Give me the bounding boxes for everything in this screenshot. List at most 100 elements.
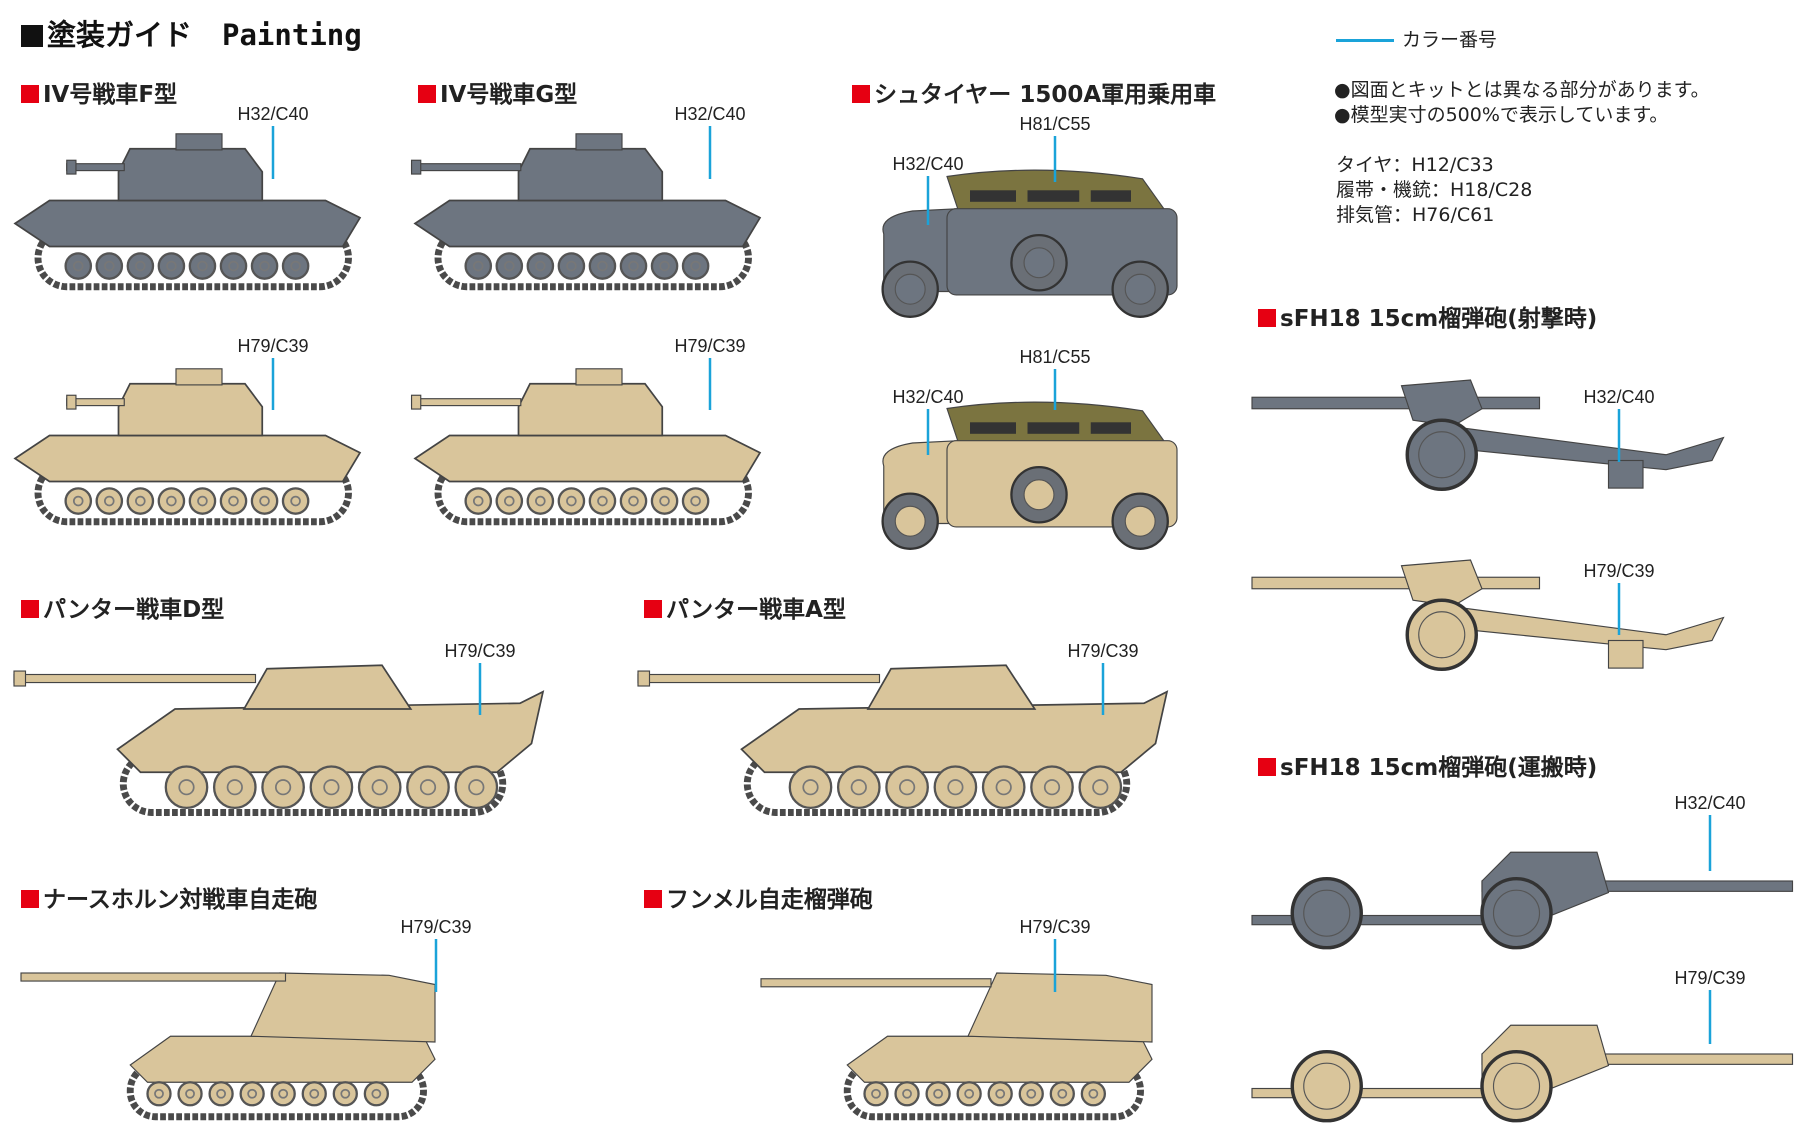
road-wheel: [1049, 1081, 1075, 1107]
wheel-hub: [472, 495, 484, 507]
section-pz4g: IV号戦車G型: [418, 75, 577, 109]
notes: ●図面とキットとは異なる部分があります。 ●模型実寸の500%で表示しています。: [1334, 78, 1710, 128]
cradle: [1400, 379, 1483, 427]
road-wheel: [885, 765, 929, 810]
road-wheel: [933, 765, 978, 810]
road-wheel: [454, 765, 499, 810]
nashorn: [20, 972, 436, 1121]
window: [970, 422, 1016, 434]
wheel-hub: [535, 260, 546, 272]
muzzle-brake: [66, 159, 77, 175]
road-wheel: [126, 252, 155, 280]
wheel-hub: [1418, 611, 1466, 659]
road-wheel: [363, 1081, 389, 1107]
road-wheel: [164, 765, 209, 810]
wheel-hub: [535, 495, 546, 507]
road-wheel: [177, 1081, 203, 1107]
wheel: [1290, 876, 1363, 950]
section-title: シュタイヤー 1500A軍用乗用車: [874, 82, 1217, 108]
superstructure: [967, 972, 1153, 1043]
panther-d: [13, 664, 545, 816]
color-label: H79/C39: [1674, 968, 1746, 988]
wheel-hub: [1303, 1062, 1351, 1110]
wheel-hub: [1088, 1088, 1099, 1099]
road-wheel: [956, 1081, 982, 1107]
window: [1090, 190, 1131, 202]
wheel: [1290, 1049, 1363, 1123]
section-steyr: シュタイヤー 1500A軍用乗用車: [852, 75, 1216, 109]
spade: [1607, 639, 1644, 669]
gun: [13, 673, 257, 684]
road-wheel: [981, 765, 1026, 810]
road-wheel: [650, 252, 679, 280]
color-label: H79/C39: [1583, 561, 1655, 581]
wheel-hub: [597, 495, 608, 507]
barrel: [1251, 576, 1541, 590]
sfh-fire-grey: [1251, 379, 1725, 491]
road-wheel: [64, 487, 93, 515]
road-wheel: [357, 765, 402, 810]
road-wheel: [301, 1081, 327, 1107]
road-wheel: [987, 1081, 1013, 1107]
red-square-icon: [418, 85, 436, 103]
wheel-hub: [871, 1088, 881, 1099]
color-label: H81/C55: [1019, 347, 1091, 367]
wheel: [1405, 418, 1478, 491]
wheel-hub: [72, 495, 84, 507]
wheel-hub: [197, 495, 208, 507]
wheel-hub: [197, 260, 208, 272]
wheel-hub: [995, 1088, 1006, 1099]
wheel-hub: [1492, 1062, 1541, 1110]
road-wheel: [95, 487, 124, 515]
color-label: H32/C40: [892, 154, 964, 174]
color-label: H79/C39: [237, 336, 309, 356]
road-wheel: [619, 487, 648, 515]
wheel-hub: [290, 260, 301, 272]
wheel-hub: [566, 495, 577, 507]
road-wheel: [219, 487, 248, 515]
hummel: [760, 972, 1153, 1121]
section-title: ナースホルン対戦車自走砲: [43, 887, 318, 913]
sfh-transport-grey: [1251, 851, 1794, 950]
wheel-hub: [659, 495, 670, 507]
hull: [13, 199, 362, 248]
color-label: H79/C39: [400, 917, 472, 937]
road-wheel: [1080, 1081, 1106, 1107]
muzzle-brake: [410, 159, 422, 175]
barrel: [1251, 396, 1541, 410]
wheel-hub: [278, 1088, 289, 1099]
wheel-hub: [323, 779, 340, 796]
wheel-hub: [1023, 479, 1055, 511]
title-jp: 塗装ガイド: [47, 18, 193, 52]
road-wheel: [619, 252, 648, 280]
red-square-icon: [21, 85, 39, 103]
wheel-hub: [1303, 889, 1351, 937]
turret: [517, 147, 664, 202]
wheel-hub: [468, 779, 485, 796]
muzzle-brake: [66, 394, 77, 410]
note-item: ●模型実寸の500%で表示しています。: [1334, 104, 1669, 126]
section-title: sFH18 15cm榴弾砲(運搬時): [1280, 755, 1598, 781]
window: [1027, 422, 1080, 434]
section-nashorn: ナースホルン対戦車自走砲: [21, 880, 317, 914]
trail: [1446, 605, 1725, 651]
sfh-transport-sand: [1251, 1024, 1794, 1123]
wheel-hub: [419, 779, 437, 796]
title-square-icon: [21, 25, 43, 47]
road-wheel: [208, 1081, 234, 1107]
wheel-hub: [228, 495, 239, 507]
road-wheel: [188, 252, 217, 280]
pz4f-sand: [13, 368, 362, 526]
turret: [517, 382, 664, 437]
road-wheel: [925, 1081, 951, 1107]
wheel-hub: [166, 495, 177, 507]
road-wheel: [495, 252, 524, 280]
wheel-hub: [690, 260, 701, 272]
color-label: H81/C55: [1019, 114, 1091, 134]
wheel-hub: [850, 779, 867, 796]
wheel: [1480, 1049, 1553, 1123]
section-title: パンター戦車A型: [666, 597, 846, 623]
wheel-hub: [1026, 1088, 1037, 1099]
